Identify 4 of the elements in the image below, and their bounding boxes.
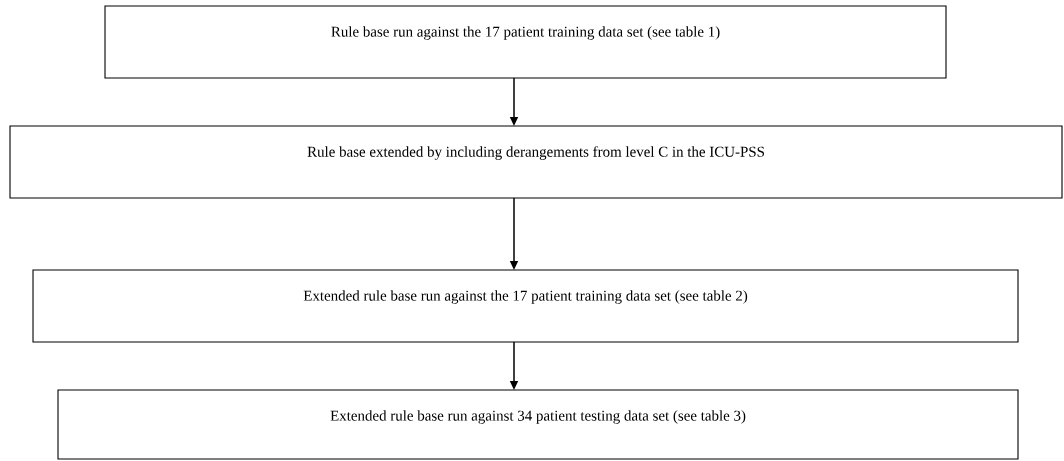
process-box: Rule base extended by including derangements from level C in the ICU-PSS bbox=[9, 125, 1063, 199]
process-box: Extended rule base run against the 17 patient training data set (see table 2) bbox=[32, 269, 1019, 343]
process-box: Rule base run against the 17 patient training data set (see table 1) bbox=[104, 5, 947, 79]
process-box: Extended rule base run against 34 patient testing data set (see table 3) bbox=[57, 389, 1019, 460]
